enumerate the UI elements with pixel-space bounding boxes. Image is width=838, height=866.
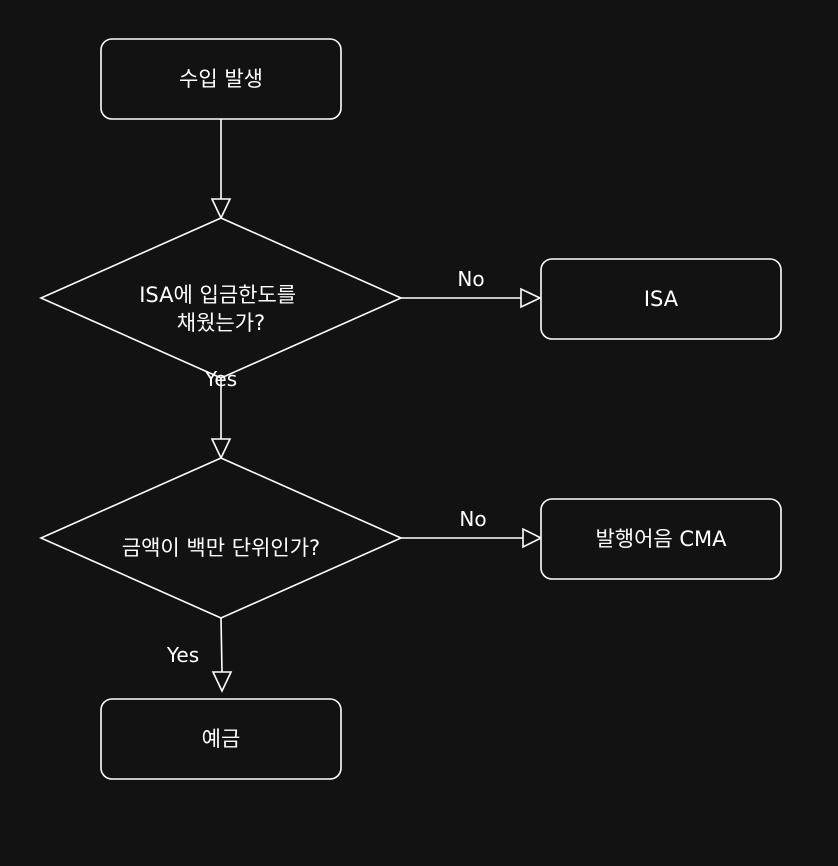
node-deposit: 예금 [100,698,342,780]
arrowhead [520,287,542,309]
node-isa: ISA [540,258,782,340]
node-cma: 발행어음 CMA [540,498,782,580]
edge-start-to-decision1 [210,119,232,220]
edge-label-no: No [457,267,484,291]
edge-label-yes: Yes [204,367,237,391]
node-decision1-line1: ISA에 입금한도를 [139,283,296,307]
edge-label-no: No [459,507,486,531]
arrowhead [211,671,233,693]
edge-label-yes: Yes [166,643,199,667]
arrowhead [210,438,232,460]
node-decision2: 금액이 백만 단위인가? [39,457,403,619]
node-deposit-label: 예금 [202,727,241,751]
node-cma-label: 발행어음 CMA [595,527,727,551]
edge-decision1-to-decision2 [210,378,232,460]
node-decision1: ISA에 입금한도를 채웠는가? [39,217,403,379]
node-decision1-label: ISA에 입금한도를 채웠는가? [139,283,303,335]
edge-decision2-to-deposit: Yes [166,617,233,693]
arrowhead [210,198,232,220]
node-decision1-line2: 채웠는가? [177,311,265,335]
node-isa-label: ISA [644,287,679,311]
node-start-label: 수입 발생 [179,67,263,91]
edge-decision2-to-cma: No [401,507,543,549]
node-start: 수입 발생 [100,38,342,120]
node-decision2-label: 금액이 백만 단위인가? [122,536,320,560]
arrowhead [522,527,543,549]
edge-decision1-to-isa: No [401,267,542,309]
